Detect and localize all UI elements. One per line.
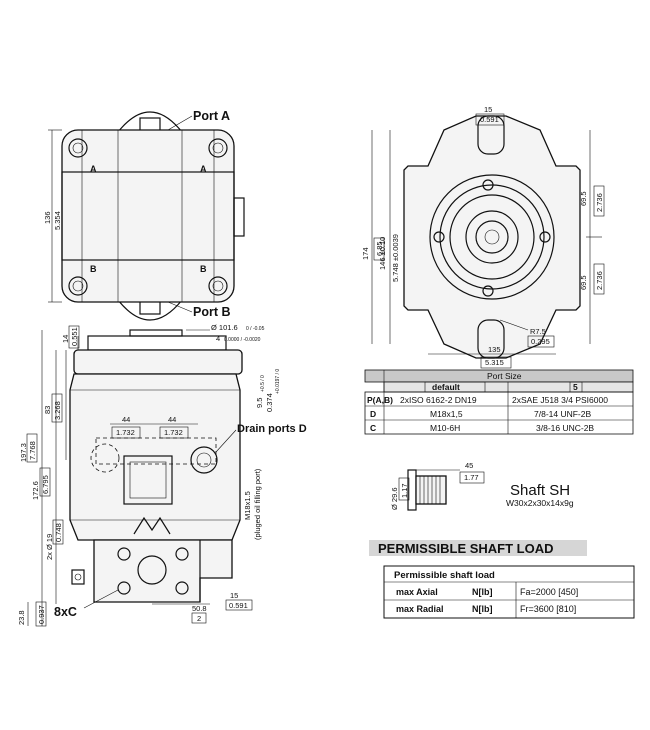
dim-1726: 172.6 xyxy=(31,481,40,500)
col-5: 5 xyxy=(573,382,578,392)
dim-83: 83 xyxy=(43,406,52,414)
dim-4-tol: 0.0000 / -0.0020 xyxy=(224,337,261,343)
dim-695-top: 69.5 xyxy=(579,191,588,206)
dim-5315: 5.315 xyxy=(485,358,504,367)
row-d-default: M18x1,5 xyxy=(430,409,463,419)
dim-0374-tol: +0.0197 / 0 xyxy=(275,369,281,394)
port-size-table: Port Size default 5 P(A,B) 2xISO 6162-2 … xyxy=(364,369,634,435)
label-a-left: A xyxy=(90,164,97,174)
dim-238: 23.8 xyxy=(17,610,26,625)
dim-695-bottom: 69.5 xyxy=(579,275,588,290)
shaft-dim-177: 1.77 xyxy=(464,473,479,482)
dim-146: 146 ±0.10 xyxy=(378,237,387,270)
label-b-left: B xyxy=(90,264,97,274)
dim-4: 4 xyxy=(216,334,220,343)
dim-1016: Ø 101.6 xyxy=(211,323,238,332)
dim-6795: 6.795 xyxy=(41,475,50,494)
dim-0591-bottom: 0.591 xyxy=(229,601,248,610)
shaft-dim-45: 45 xyxy=(465,461,473,470)
dim-44-left: 44 xyxy=(122,415,130,424)
row-p-default: 2xISO 6162-2 DN19 xyxy=(400,395,477,405)
port-a-label: Port A xyxy=(193,109,230,123)
row-c-default: M10-6H xyxy=(430,423,460,433)
row-p-key: P(A,B) xyxy=(367,395,393,405)
top-view: A A B B Port A Port B 136 5.354 xyxy=(43,109,245,321)
dim-2x19: 2x Ø 19 xyxy=(45,534,54,560)
shaft-dim-117: 1.17 xyxy=(400,483,409,498)
dim-1732-right: 1.732 xyxy=(164,428,183,437)
dim-r75: R7.5 xyxy=(530,327,546,336)
dim-2: 2 xyxy=(197,614,201,623)
row-p-alt: 2xSAE J518 3/4 PSI6000 xyxy=(512,395,608,405)
dim-136: 136 xyxy=(43,211,52,224)
load-axial-name: max Axial xyxy=(396,587,438,597)
label-b-right: B xyxy=(200,264,207,274)
row-c-key: C xyxy=(370,423,376,433)
dim-0295: 0.295 xyxy=(531,337,550,346)
load-header: Permissible shaft load xyxy=(394,570,495,581)
dim-15-top: 15 xyxy=(484,105,492,114)
shaft-dim-296: Ø 29.6 xyxy=(390,487,399,510)
dim-2736-top: 2.736 xyxy=(595,193,604,212)
dim-1973: 197.3 xyxy=(19,443,28,462)
drain-ports-label: Drain ports D xyxy=(237,423,307,435)
dim-44-right: 44 xyxy=(168,415,176,424)
row-d-alt: 7/8-14 UNF-2B xyxy=(534,409,591,419)
dim-95: 9.5 xyxy=(255,398,264,408)
dim-0748: 0.748 xyxy=(54,523,63,542)
dim-5748: 5.748 ±0.0039 xyxy=(391,234,400,282)
dim-14: 14 xyxy=(61,335,70,343)
dim-1016-tol: 0 / -0.05 xyxy=(246,326,265,332)
dim-15-bottom: 15 xyxy=(230,591,238,600)
load-banner: PERMISSIBLE SHAFT LOAD xyxy=(378,541,554,556)
dim-174: 174 xyxy=(361,247,370,260)
dim-7768: 7.768 xyxy=(28,441,37,460)
load-radial-unit: N[lb] xyxy=(472,604,493,614)
row-d-key: D xyxy=(370,409,376,419)
eight-c-label: 8xC xyxy=(54,605,77,619)
filling-label: (pluged oil filling port) xyxy=(253,468,262,540)
dim-3268: 3.268 xyxy=(53,401,62,420)
shaft-title: Shaft SH xyxy=(510,482,570,499)
dim-0937: 0.937 xyxy=(37,605,46,624)
shaft-spec: W30x2x30x14x9g xyxy=(506,498,574,508)
dim-1732-left: 1.732 xyxy=(116,428,135,437)
dim-95-tol: +0.5 / 0 xyxy=(260,375,266,392)
m18-label: M18x1.5 xyxy=(243,491,252,520)
dim-2736-bottom: 2.736 xyxy=(595,271,604,290)
load-axial-value: Fa=2000 [450] xyxy=(520,587,578,597)
dim-508: 50.8 xyxy=(192,604,207,613)
shaft-load-section: PERMISSIBLE SHAFT LOAD Permissible shaft… xyxy=(369,540,635,619)
front-view: Drain ports D 8xC M18x1.5 (pluged oil fi… xyxy=(17,323,307,627)
load-radial-name: max Radial xyxy=(396,604,444,614)
load-radial-value: Fr=3600 [810] xyxy=(520,604,576,614)
col-default: default xyxy=(432,382,460,392)
shaft-view: 45 1.77 Ø 29.6 1.17 Shaft SH W30x2x30x14… xyxy=(390,461,574,511)
end-view: 15 0.591 146 ±0.10 5.748 ±0.0039 174 6.8… xyxy=(361,105,605,369)
dim-0591-top: 0.591 xyxy=(480,115,499,124)
dim-0374: 0.374 xyxy=(265,393,274,412)
dim-0551: 0.551 xyxy=(70,327,79,346)
port-b-label: Port B xyxy=(193,305,231,319)
label-a-right: A xyxy=(200,164,207,174)
load-axial-unit: N[lb] xyxy=(472,587,493,597)
dim-135: 135 xyxy=(488,345,501,354)
port-size-title: Port Size xyxy=(487,371,522,381)
dim-5354: 5.354 xyxy=(53,211,62,230)
row-c-alt: 3/8-16 UNC-2B xyxy=(536,423,594,433)
dim-685: 6.85 xyxy=(375,241,384,256)
